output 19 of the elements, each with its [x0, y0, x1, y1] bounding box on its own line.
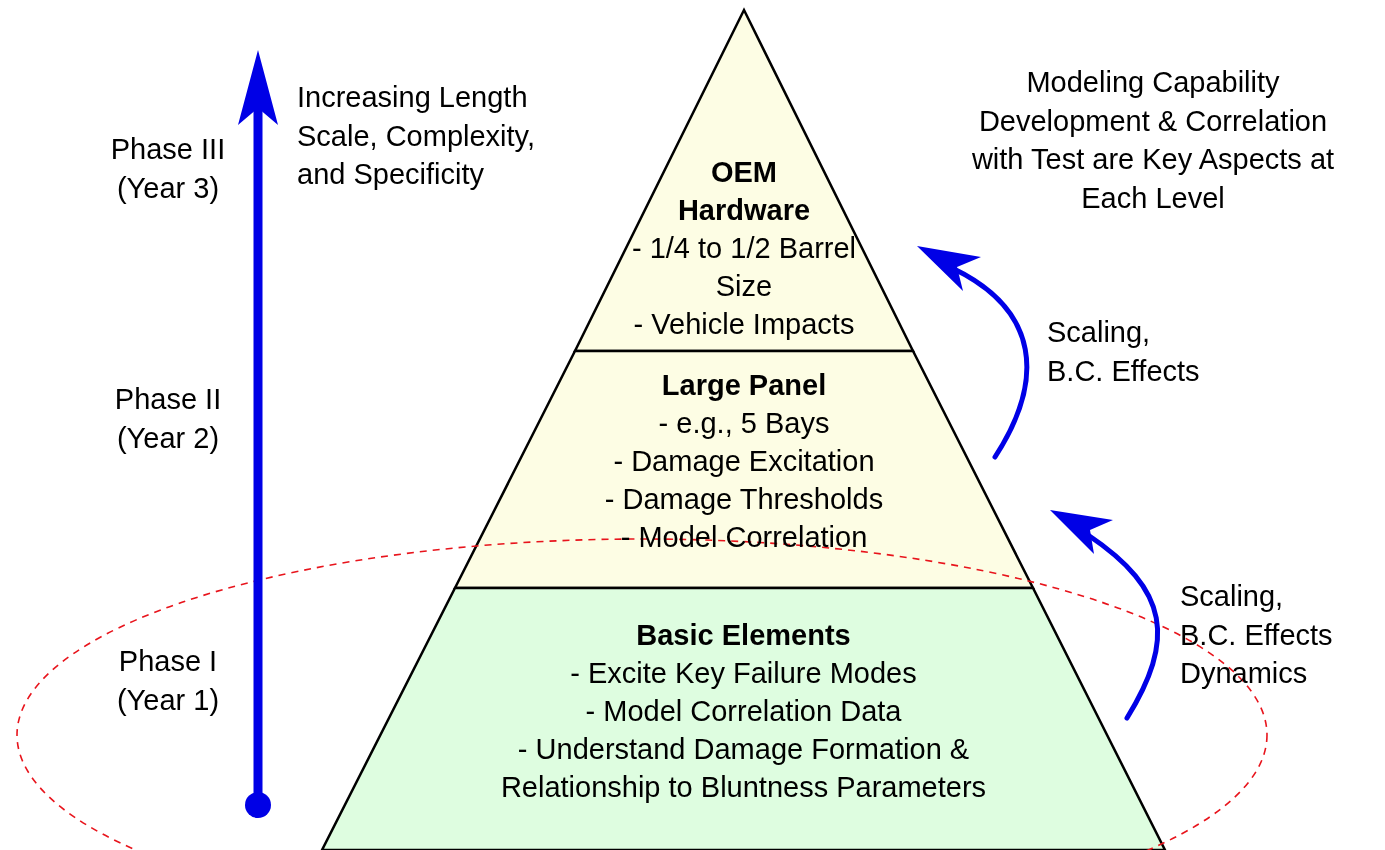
tier-item: - Damage Excitation: [613, 444, 875, 479]
tier-heading: Basic Elements: [636, 618, 851, 653]
tier-item: - Vehicle Impacts: [633, 307, 855, 342]
annotation-text: Increasing Length Scale, Complexity, and Specificity: [297, 80, 536, 192]
annotation-text: Phase II (Year 2): [113, 382, 223, 456]
tier-item: - Damage Thresholds: [604, 482, 884, 517]
tier-item: - Excite Key Failure Modes: [570, 656, 917, 691]
annotation-text: Phase III (Year 3): [109, 132, 227, 206]
tier-heading: OEM Hardware: [676, 155, 812, 228]
tier-item: - 1/4 to 1/2 Barrel Size: [631, 231, 857, 304]
annotation-text: Phase I (Year 1): [115, 644, 221, 718]
tier-item: - Understand Damage Formation & Relationship to Bluntness Parameters: [499, 732, 988, 805]
annotation-text: Scaling, B.C. Effects: [1047, 315, 1201, 389]
annotation-text: Modeling Capability Development & Correlation with Test are Key Aspects at Each Level: [970, 65, 1336, 216]
tier-item: - Model Correlation: [620, 520, 868, 555]
annotation-text: Scaling, B.C. Effects Dynamics: [1180, 579, 1334, 691]
tier-item: - Model Correlation Data: [585, 694, 902, 729]
tier-item: - e.g., 5 Bays: [658, 406, 830, 441]
tier-heading: Large Panel: [661, 368, 827, 403]
